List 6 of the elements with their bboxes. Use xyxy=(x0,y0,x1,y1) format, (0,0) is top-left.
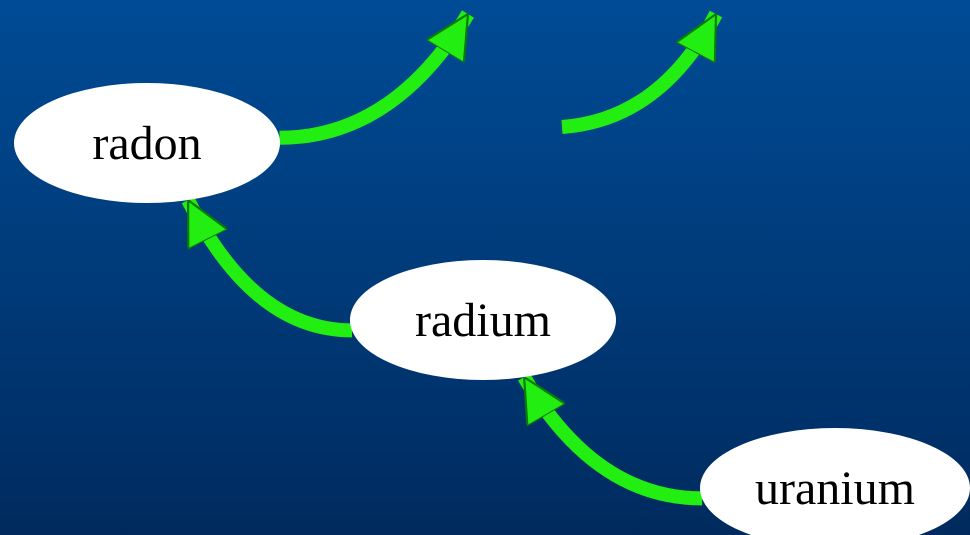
curved-arrow xyxy=(279,10,474,145)
node-label: uranium xyxy=(755,460,915,516)
curved-arrow xyxy=(182,196,352,338)
node-label: radium xyxy=(415,292,551,348)
curved-arrow xyxy=(518,373,702,506)
node-label: radon xyxy=(92,116,202,170)
